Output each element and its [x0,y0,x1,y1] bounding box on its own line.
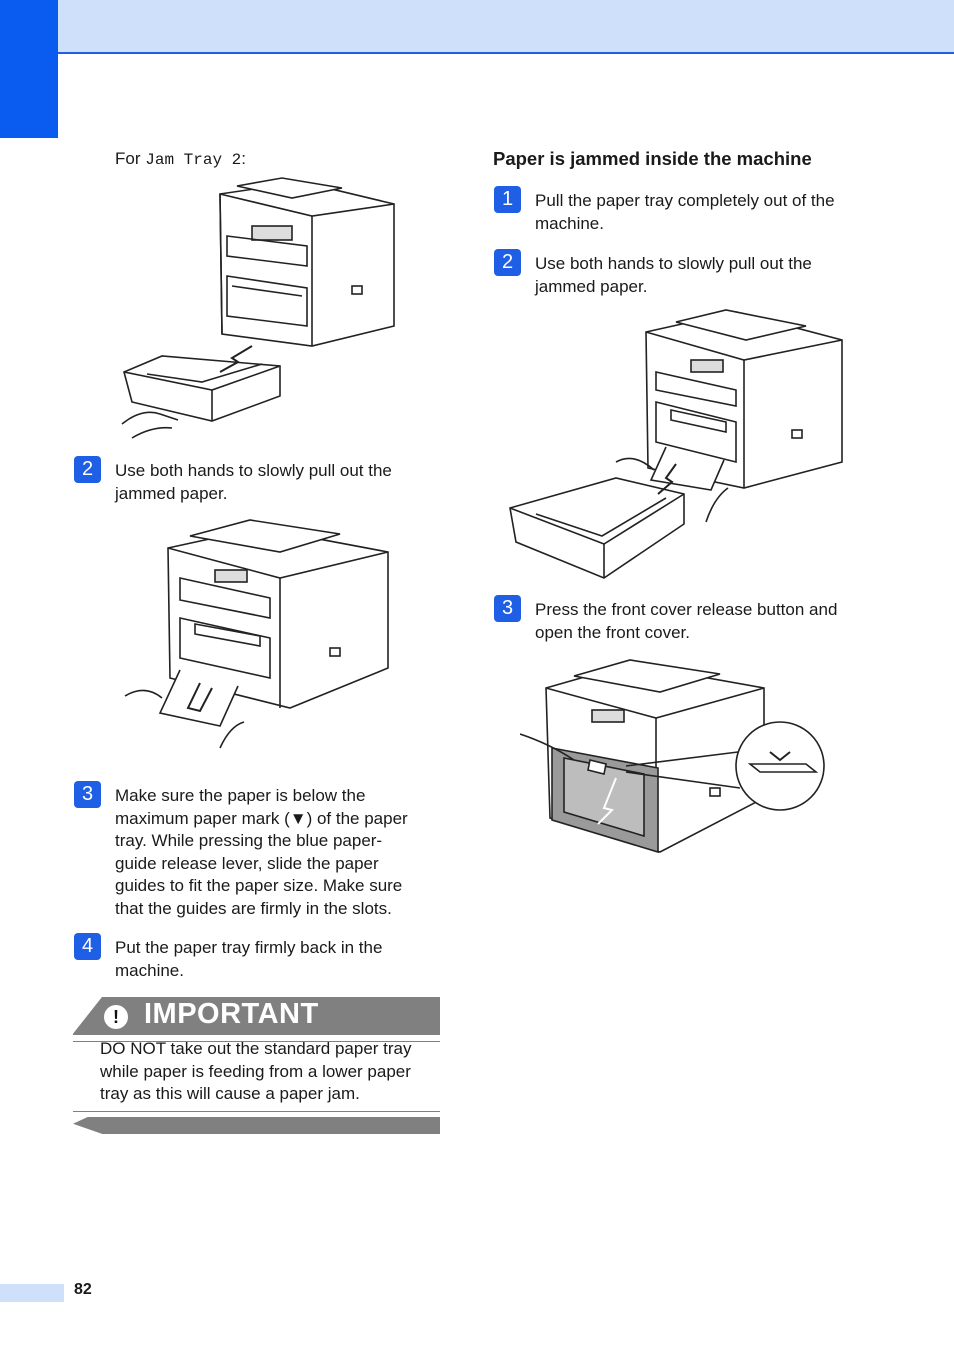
step-text: Press the front cover release button and… [535,600,838,642]
step-badge: 3 [74,781,101,808]
intro-line: For Jam Tray 2: [115,148,246,172]
intro-code: Jam Tray 2 [145,151,242,169]
important-banner [73,997,440,1035]
step-text: Use both hands to slowly pull out the ja… [115,461,392,503]
step-badge: 1 [494,186,521,213]
printer-tray-jam-illustration [506,302,851,587]
header-band [58,0,954,54]
step-text: Use both hands to slowly pull out the ja… [535,254,812,296]
divider [73,1041,440,1042]
printer-front-cover-illustration [520,648,830,858]
exclamation-icon: ! [104,1005,128,1029]
important-text: DO NOT take out the standard paper tray … [100,1039,412,1103]
important-footer-bar [73,1117,440,1134]
step-text: Put the paper tray firmly back in the ma… [115,938,383,980]
divider [73,1111,440,1112]
chapter-tab [0,0,58,138]
step-badge: 2 [494,249,521,276]
step-badge: 4 [74,933,101,960]
footer-band [0,1284,64,1302]
step-text: Make sure the paper is below the maximum… [115,786,408,918]
intro-suffix: : [241,149,246,168]
step-text: Pull the paper tray completely out of th… [535,191,835,233]
printer-tray-out-illustration [112,176,412,446]
step-badge: 3 [494,595,521,622]
step-badge: 2 [74,456,101,483]
page-number: 82 [74,1281,92,1298]
intro-prefix: For [115,149,141,168]
important-title: IMPORTANT [144,998,319,1030]
printer-jammed-paper-illustration [120,508,400,768]
section-heading: Paper is jammed inside the machine [493,148,812,169]
